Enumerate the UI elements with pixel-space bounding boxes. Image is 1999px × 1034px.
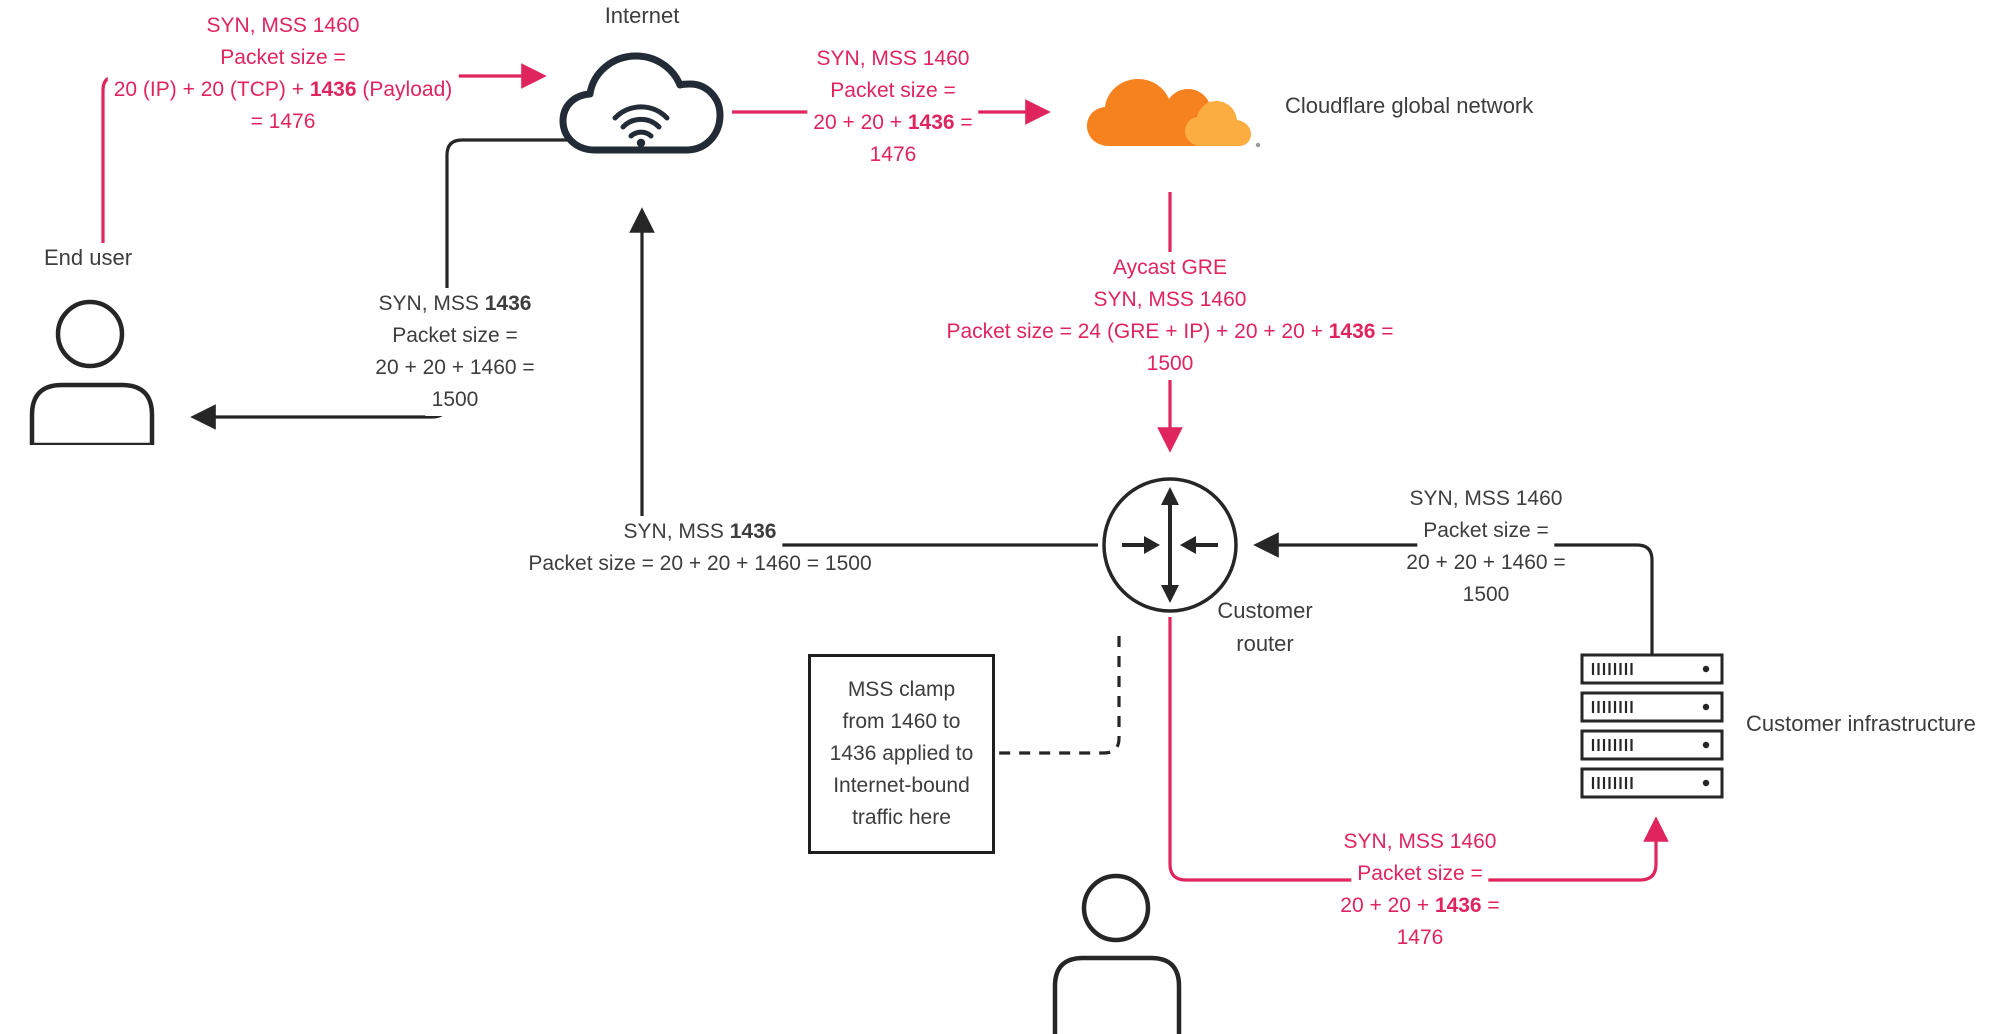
router-arrow-right-in xyxy=(1144,536,1160,554)
cloudflare-logo-icon xyxy=(1085,66,1265,166)
server-unit xyxy=(1580,729,1724,761)
flow-internet-to-user xyxy=(190,138,582,430)
internet-label: Internet xyxy=(604,3,680,28)
person-body xyxy=(1052,955,1182,1034)
cloud-outline xyxy=(559,52,724,154)
flow-infrastructure-to-router xyxy=(1253,532,1654,656)
wifi-dot xyxy=(636,138,646,148)
server-stack-icon xyxy=(1580,653,1726,808)
wifi-arc-middle xyxy=(620,116,662,130)
person-head xyxy=(1081,873,1151,943)
server-unit xyxy=(1580,653,1724,685)
customer-infrastructure-label: Customer infrastructure xyxy=(1746,711,1976,736)
customer-router-icon xyxy=(1100,475,1240,620)
person-body xyxy=(29,382,155,448)
person-head xyxy=(55,299,125,369)
router-arrow-up xyxy=(1161,487,1179,505)
server-unit xyxy=(1580,691,1724,723)
registered-mark-dot xyxy=(1255,142,1261,148)
mss-clamp-connector xyxy=(998,636,1121,755)
cloudflare-cloud-light xyxy=(1185,101,1251,146)
end-user-label: End user xyxy=(44,245,133,270)
wifi-arc-inner xyxy=(628,129,654,139)
end-user-icon xyxy=(28,295,162,450)
internet-cloud-icon xyxy=(557,48,727,173)
cloudflare-label: Cloudflare global network xyxy=(1285,93,1534,118)
router-arrow-left-in xyxy=(1180,536,1196,554)
server-unit xyxy=(1580,767,1724,799)
wifi-arc-outer xyxy=(612,104,670,121)
bottom-user-icon xyxy=(1050,872,1184,1034)
router-arrow-down xyxy=(1161,585,1179,603)
